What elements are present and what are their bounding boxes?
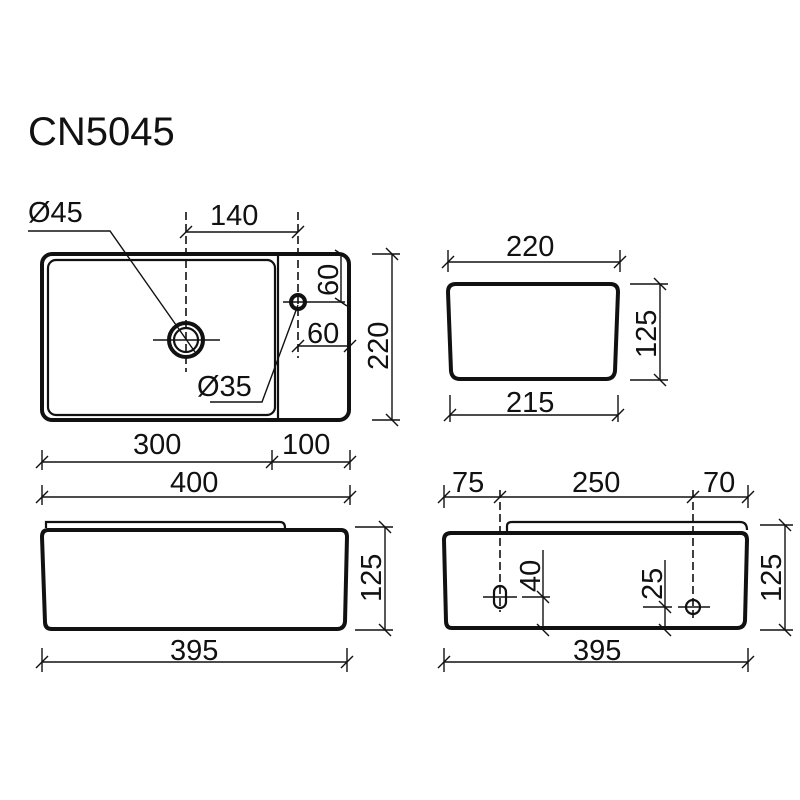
dim-drain-diameter: Ø45	[28, 197, 83, 229]
side-outline	[445, 282, 621, 381]
dim-front-height: 125	[356, 554, 388, 602]
dim-drain-to-tap: 140	[210, 200, 258, 232]
back-outline	[441, 531, 750, 630]
dim-total-width: 400	[170, 467, 218, 499]
back-view: 75 250 70 40 25 125 395	[437, 467, 793, 672]
front-outline	[39, 528, 350, 631]
side-view: 220 215 125	[441, 231, 668, 422]
top-view: 140 Ø45 Ø35 60 60 220 300 100 400	[28, 197, 400, 505]
dim-bottom-width: 215	[506, 387, 554, 419]
model-title: CN5045	[28, 110, 175, 154]
dim-back-height: 125	[756, 554, 788, 602]
dim-left-offset: 75	[452, 467, 484, 499]
dim-front-width: 395	[170, 635, 218, 667]
dim-right-offset: 70	[703, 467, 735, 499]
dim-tap-from-side: 60	[307, 318, 339, 350]
dim-tap-from-back: 60	[313, 264, 345, 296]
dim-depth: 220	[363, 322, 395, 370]
dim-overflow-height: 40	[515, 560, 547, 592]
dim-top-width: 220	[506, 231, 554, 263]
front-view: 125 395	[35, 520, 393, 672]
dim-basin-width: 300	[133, 429, 181, 461]
dim-tap-height: 25	[637, 568, 669, 600]
sink-outline	[40, 252, 351, 422]
dim-hole-spacing: 250	[572, 467, 620, 499]
dim-back-width: 395	[573, 635, 621, 667]
dim-shelf-width: 100	[282, 429, 330, 461]
basin-outline	[46, 258, 277, 417]
dim-side-height: 125	[631, 310, 663, 358]
dim-tap-diameter: Ø35	[197, 371, 252, 403]
